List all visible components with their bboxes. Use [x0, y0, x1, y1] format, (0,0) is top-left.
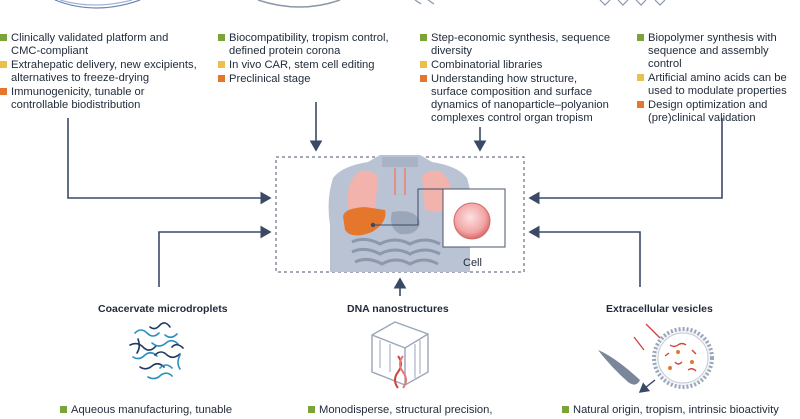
list-item: Biopolymer synthesis with sequence and a… — [637, 32, 800, 71]
green-square-icon — [308, 406, 315, 413]
column-polymer: Biocompatibility, tropism control, defin… — [218, 32, 398, 87]
item-text: Clinically validated platform and CMC-co… — [11, 32, 169, 57]
cell-label: Cell — [463, 257, 482, 269]
coacervate-title: Coacervate microdroplets — [98, 303, 228, 315]
green-square-icon — [637, 34, 644, 41]
list-item: Clinically validated platform and CMC-co… — [0, 32, 200, 58]
yellow-square-icon — [637, 74, 644, 81]
arrow-ev — [528, 225, 641, 287]
green-square-icon — [0, 34, 7, 41]
yellow-square-icon — [0, 61, 7, 68]
green-square-icon — [60, 406, 67, 413]
arrow-peptide — [528, 118, 723, 205]
top-illustration-dots — [414, 0, 435, 5]
item-text: Aqueous manufacturing, tunable — [71, 404, 233, 416]
orange-square-icon — [420, 75, 427, 82]
list-item: Extrahepatic delivery, new excipients, a… — [0, 59, 200, 85]
orange-square-icon — [637, 101, 644, 108]
list-item: Aqueous manufacturing, tunable — [60, 404, 260, 417]
coacervate-list: Aqueous manufacturing, tunable — [60, 404, 260, 418]
item-text: Artificial amino acids can be used to mo… — [648, 72, 787, 97]
green-square-icon — [420, 34, 427, 41]
item-text: Design optimization and (pre)clinical va… — [648, 99, 768, 124]
arrow-coacervate — [158, 225, 272, 287]
list-item: Preclinical stage — [218, 73, 398, 86]
dna-nanostructure-illustration — [371, 321, 429, 389]
top-illustration-peptides — [599, 0, 666, 6]
list-item: Immunogenicity, tunable or controllable … — [0, 86, 200, 112]
list-item: Artificial amino acids can be used to mo… — [637, 72, 800, 98]
list-item: Step-economic synthesis, sequence divers… — [420, 32, 615, 58]
dna-list: Monodisperse, structural precision, — [308, 404, 528, 418]
item-text: Combinatorial libraries — [431, 59, 543, 71]
yellow-square-icon — [218, 61, 225, 68]
item-text: Immunogenicity, tunable or controllable … — [11, 86, 145, 111]
green-square-icon — [562, 406, 569, 413]
list-item: Natural origin, tropism, intrinsic bioac… — [562, 404, 800, 417]
ev-title: Extracellular vesicles — [606, 303, 713, 315]
green-square-icon — [218, 34, 225, 41]
item-text: Step-economic synthesis, sequence divers… — [431, 32, 611, 57]
orange-square-icon — [0, 88, 7, 95]
dna-title: DNA nanostructures — [347, 303, 449, 315]
list-item: Understanding how structure, surface com… — [420, 73, 615, 125]
list-item: Combinatorial libraries — [420, 59, 615, 72]
cell-callout — [375, 188, 506, 248]
item-text: Biopolymer synthesis with sequence and a… — [648, 32, 777, 70]
list-item: Biocompatibility, tropism control, defin… — [218, 32, 398, 58]
item-text: Natural origin, tropism, intrinsic bioac… — [573, 404, 779, 416]
arrow-lnp — [67, 118, 272, 205]
orange-square-icon — [218, 75, 225, 82]
column-peptide: Biopolymer synthesis with sequence and a… — [637, 32, 800, 126]
column-polyanion: Step-economic synthesis, sequence divers… — [420, 32, 615, 126]
yellow-square-icon — [420, 61, 427, 68]
item-text: In vivo CAR, stem cell editing — [229, 59, 375, 71]
list-item: In vivo CAR, stem cell editing — [218, 59, 398, 72]
item-text: Preclinical stage — [229, 73, 311, 85]
top-illustration-lnp — [54, 0, 141, 9]
top-illustration-polymer — [257, 0, 341, 8]
list-item: Design optimization and (pre)clinical va… — [637, 99, 800, 125]
ev-list: Natural origin, tropism, intrinsic bioac… — [562, 404, 800, 418]
extracellular-vesicle-illustration — [598, 323, 714, 393]
item-text: Understanding how structure, surface com… — [431, 73, 609, 124]
coacervate-illustration — [129, 322, 184, 380]
list-item: Monodisperse, structural precision, — [308, 404, 528, 417]
item-text: Biocompatibility, tropism control, defin… — [229, 32, 389, 57]
item-text: Extrahepatic delivery, new excipients, a… — [11, 59, 197, 84]
item-text: Monodisperse, structural precision, — [319, 404, 493, 416]
column-lnp: Clinically validated platform and CMC-co… — [0, 32, 200, 113]
